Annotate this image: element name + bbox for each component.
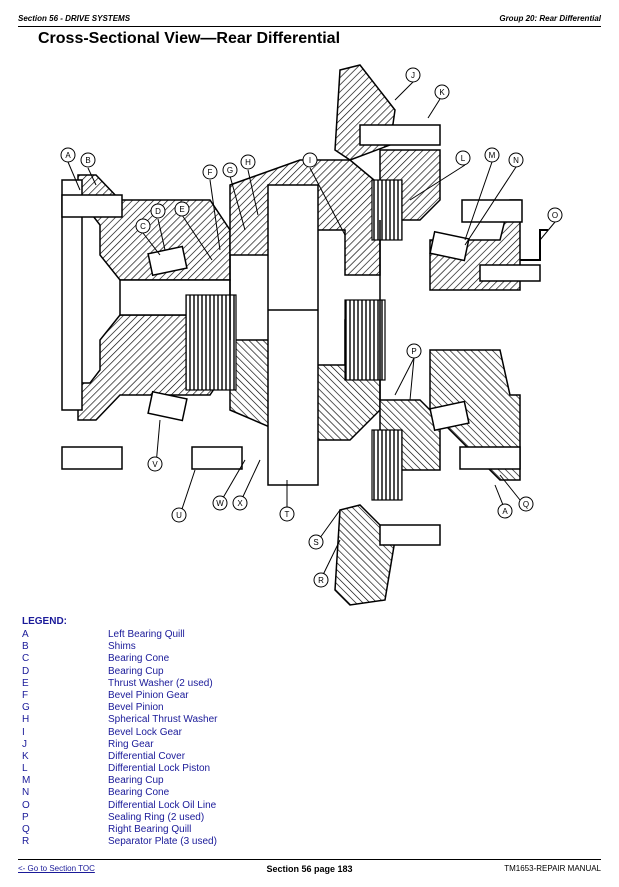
svg-text:X: X	[237, 499, 243, 508]
callout-k: K	[434, 84, 450, 100]
ring-gear-bottom	[334, 504, 396, 606]
callout-c: C	[135, 218, 151, 234]
callout-n: N	[508, 152, 524, 168]
svg-text:C: C	[140, 222, 146, 231]
svg-text:A: A	[502, 507, 508, 516]
svg-text:V: V	[152, 460, 158, 469]
callout-w: W	[212, 495, 228, 511]
callout-l: L	[455, 150, 471, 166]
svg-text:T: T	[285, 510, 290, 519]
svg-text:S: S	[313, 538, 318, 547]
svg-text:M: M	[489, 151, 496, 160]
callout-v: V	[147, 456, 163, 472]
callout-q: Q	[518, 496, 534, 512]
svg-text:N: N	[513, 156, 519, 165]
callout-j: J	[405, 67, 421, 83]
callout-p: P	[406, 343, 422, 359]
svg-text:K: K	[439, 88, 445, 97]
group-header: Group 20: Rear Differential	[499, 14, 601, 23]
section-toc-link[interactable]: <- Go to Section TOC	[18, 864, 95, 873]
callout-g: G	[222, 162, 238, 178]
footer-rule	[18, 859, 601, 860]
svg-text:R: R	[318, 576, 324, 585]
section-header: Section 56 - DRIVE SYSTEMS	[18, 14, 131, 23]
svg-text:W: W	[216, 499, 224, 508]
svg-text:O: O	[552, 211, 558, 220]
callout-f: F	[202, 164, 218, 180]
svg-text:J: J	[411, 71, 415, 80]
svg-text:U: U	[176, 511, 182, 520]
callout-r: R	[313, 572, 329, 588]
page-title: Cross-Sectional View—Rear Differential	[38, 30, 341, 47]
svg-text:F: F	[208, 168, 213, 177]
callout-b: B	[80, 152, 96, 168]
svg-text:G: G	[227, 166, 233, 175]
manual-id: TM1653-REPAIR MANUAL	[504, 864, 601, 873]
callout-x: X	[232, 495, 248, 511]
callout-o: O	[547, 207, 563, 223]
callout-i: I	[302, 152, 318, 168]
svg-text:D: D	[155, 207, 161, 216]
callout-e: E	[174, 201, 190, 217]
callout-t: T	[279, 506, 295, 522]
callout-u: U	[171, 507, 187, 523]
page-number: Section 56 page 183	[266, 864, 353, 874]
svg-text:L: L	[461, 154, 466, 163]
svg-text:B: B	[85, 156, 90, 165]
header-rule	[18, 26, 601, 27]
svg-text:A: A	[65, 151, 71, 160]
callout-a-right: A	[497, 503, 513, 519]
cross-section-diagram: A B C D E F G H I J K L M N O P Q R S T …	[60, 64, 563, 606]
callout-d: D	[150, 203, 166, 219]
callout-m: M	[484, 147, 500, 163]
svg-text:E: E	[179, 205, 184, 214]
svg-text:H: H	[245, 158, 251, 167]
svg-text:P: P	[411, 347, 416, 356]
svg-text:I: I	[309, 156, 311, 165]
callout-h: H	[240, 154, 256, 170]
callout-a-left: A	[60, 147, 76, 163]
callout-s: S	[308, 534, 324, 550]
svg-text:Q: Q	[523, 500, 529, 509]
legend-title: LEGEND:	[22, 616, 67, 627]
